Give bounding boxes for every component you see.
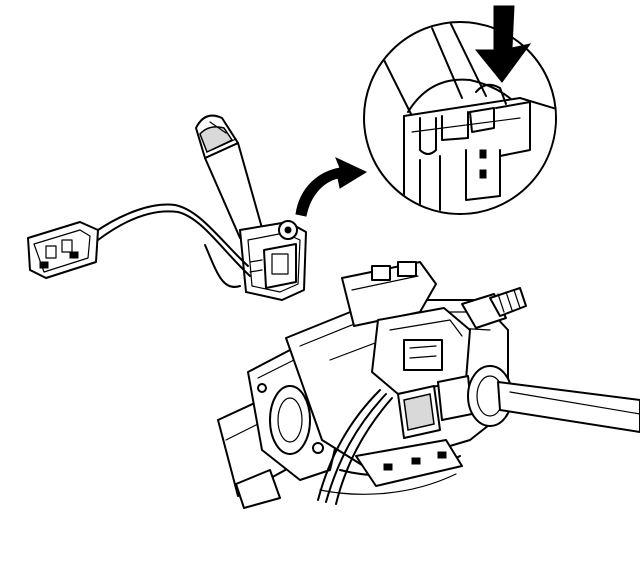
direction-arrow-icon	[295, 157, 368, 217]
turn-signal-lever	[195, 114, 263, 239]
detail-inset	[363, 5, 557, 215]
switch-connector-housing	[239, 220, 307, 301]
steering-column-assembly	[217, 261, 640, 509]
electrical-plug	[27, 221, 99, 279]
wire-harness	[94, 203, 251, 288]
press-arrow-icon	[474, 5, 532, 83]
